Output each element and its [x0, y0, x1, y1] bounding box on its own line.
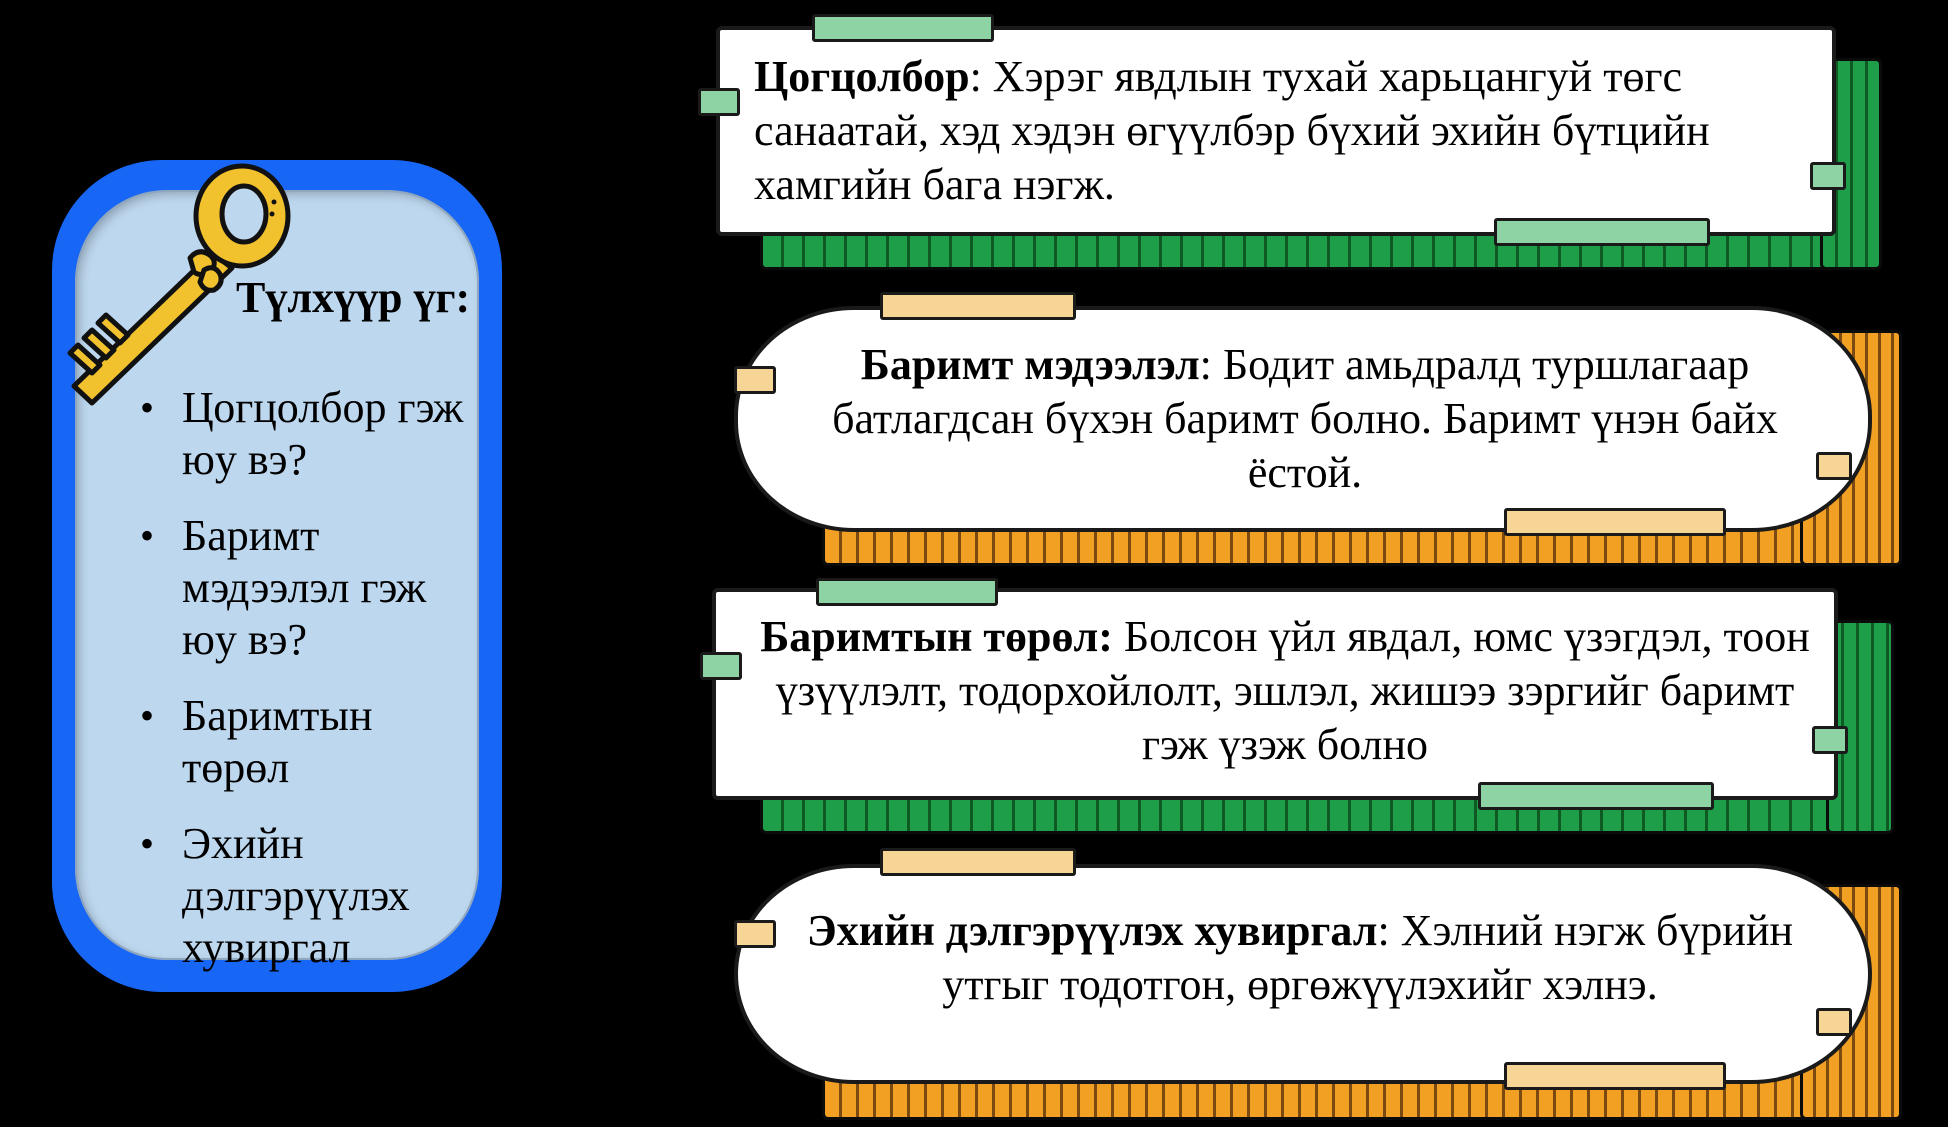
card-3-term: Баримтын төрөл:: [760, 612, 1113, 661]
card-3-text: Баримтын төрөл: Болсон үйл явдал, юмс үз…: [750, 610, 1820, 772]
card-4-top-tab: [880, 848, 1076, 876]
card-1-definition: Хэрэг явдлын тухай харьцангуй төгс санаа…: [754, 52, 1710, 209]
card-3-separator: [1113, 612, 1124, 661]
card-3-top-tab: [816, 578, 998, 606]
card-1-bottom-tab: [1494, 218, 1710, 246]
card-4-definition: Хэлний нэгж бүрийн утгыг тодотгон, өргөж…: [942, 906, 1794, 1009]
card-4-panel: [734, 864, 1872, 1084]
card-1-top-tab: [812, 14, 994, 42]
card-3-definition: Болсон үйл явдал, юмс үзэгдэл, тоон үзүү…: [775, 612, 1810, 769]
card-4-term: Эхийн дэлгэрүүлэх хувиргал: [806, 906, 1378, 955]
card-3-bottom-tab: [1478, 782, 1714, 810]
card-2-term: Баримт мэдээлэл: [860, 340, 1200, 389]
card-2-right-tab: [1816, 452, 1852, 480]
card-1-right-tab: [1810, 162, 1846, 190]
keyword-item: Цогцолбор гэж юу вэ?: [140, 382, 470, 486]
card-2-definition: Бодит амьдралд туршлагаар батлагдсан бүх…: [832, 340, 1778, 497]
card-1-text: Цогцолбор: Хэрэг явдлын тухай харьцангуй…: [754, 50, 1814, 212]
card-2-separator: :: [1199, 340, 1223, 389]
card-4-left-tab: [734, 920, 776, 948]
card-1-panel: [716, 26, 1836, 236]
card-2-panel: [734, 306, 1872, 532]
card-3-right-tab: [1812, 726, 1848, 754]
card-4-text: Эхийн дэлгэрүүлэх хувиргал: Хэлний нэгж …: [780, 904, 1820, 1012]
card-1-term: Цогцолбор: [754, 52, 970, 101]
keyword-item: Эхийн дэлгэрүүлэх хувиргал: [140, 818, 470, 974]
key-icon: [67, 163, 291, 406]
card-2-text: Баримт мэдээлэл: Бодит амьдралд туршлага…: [790, 338, 1820, 500]
keyword-item: Баримтын төрөл: [140, 690, 470, 794]
card-4-bottom-tab: [1504, 1062, 1726, 1090]
keyword-item: Баримт мэдээлэл гэж юу вэ?: [140, 510, 470, 666]
keywords-list: Цогцолбор гэж юу вэ? Баримт мэдээлэл гэж…: [140, 382, 470, 998]
card-3-panel: [712, 588, 1838, 800]
keywords-title: Түлхүүр үг:: [236, 273, 471, 322]
card-1-separator: :: [969, 52, 993, 101]
card-2-top-tab: [880, 292, 1076, 320]
card-4-separator: :: [1377, 906, 1401, 955]
card-2-left-tab: [734, 366, 776, 394]
card-3-left-tab: [700, 652, 742, 680]
card-2-bottom-tab: [1504, 508, 1726, 536]
card-1-left-tab: [698, 88, 740, 116]
card-4-right-tab: [1816, 1008, 1852, 1036]
